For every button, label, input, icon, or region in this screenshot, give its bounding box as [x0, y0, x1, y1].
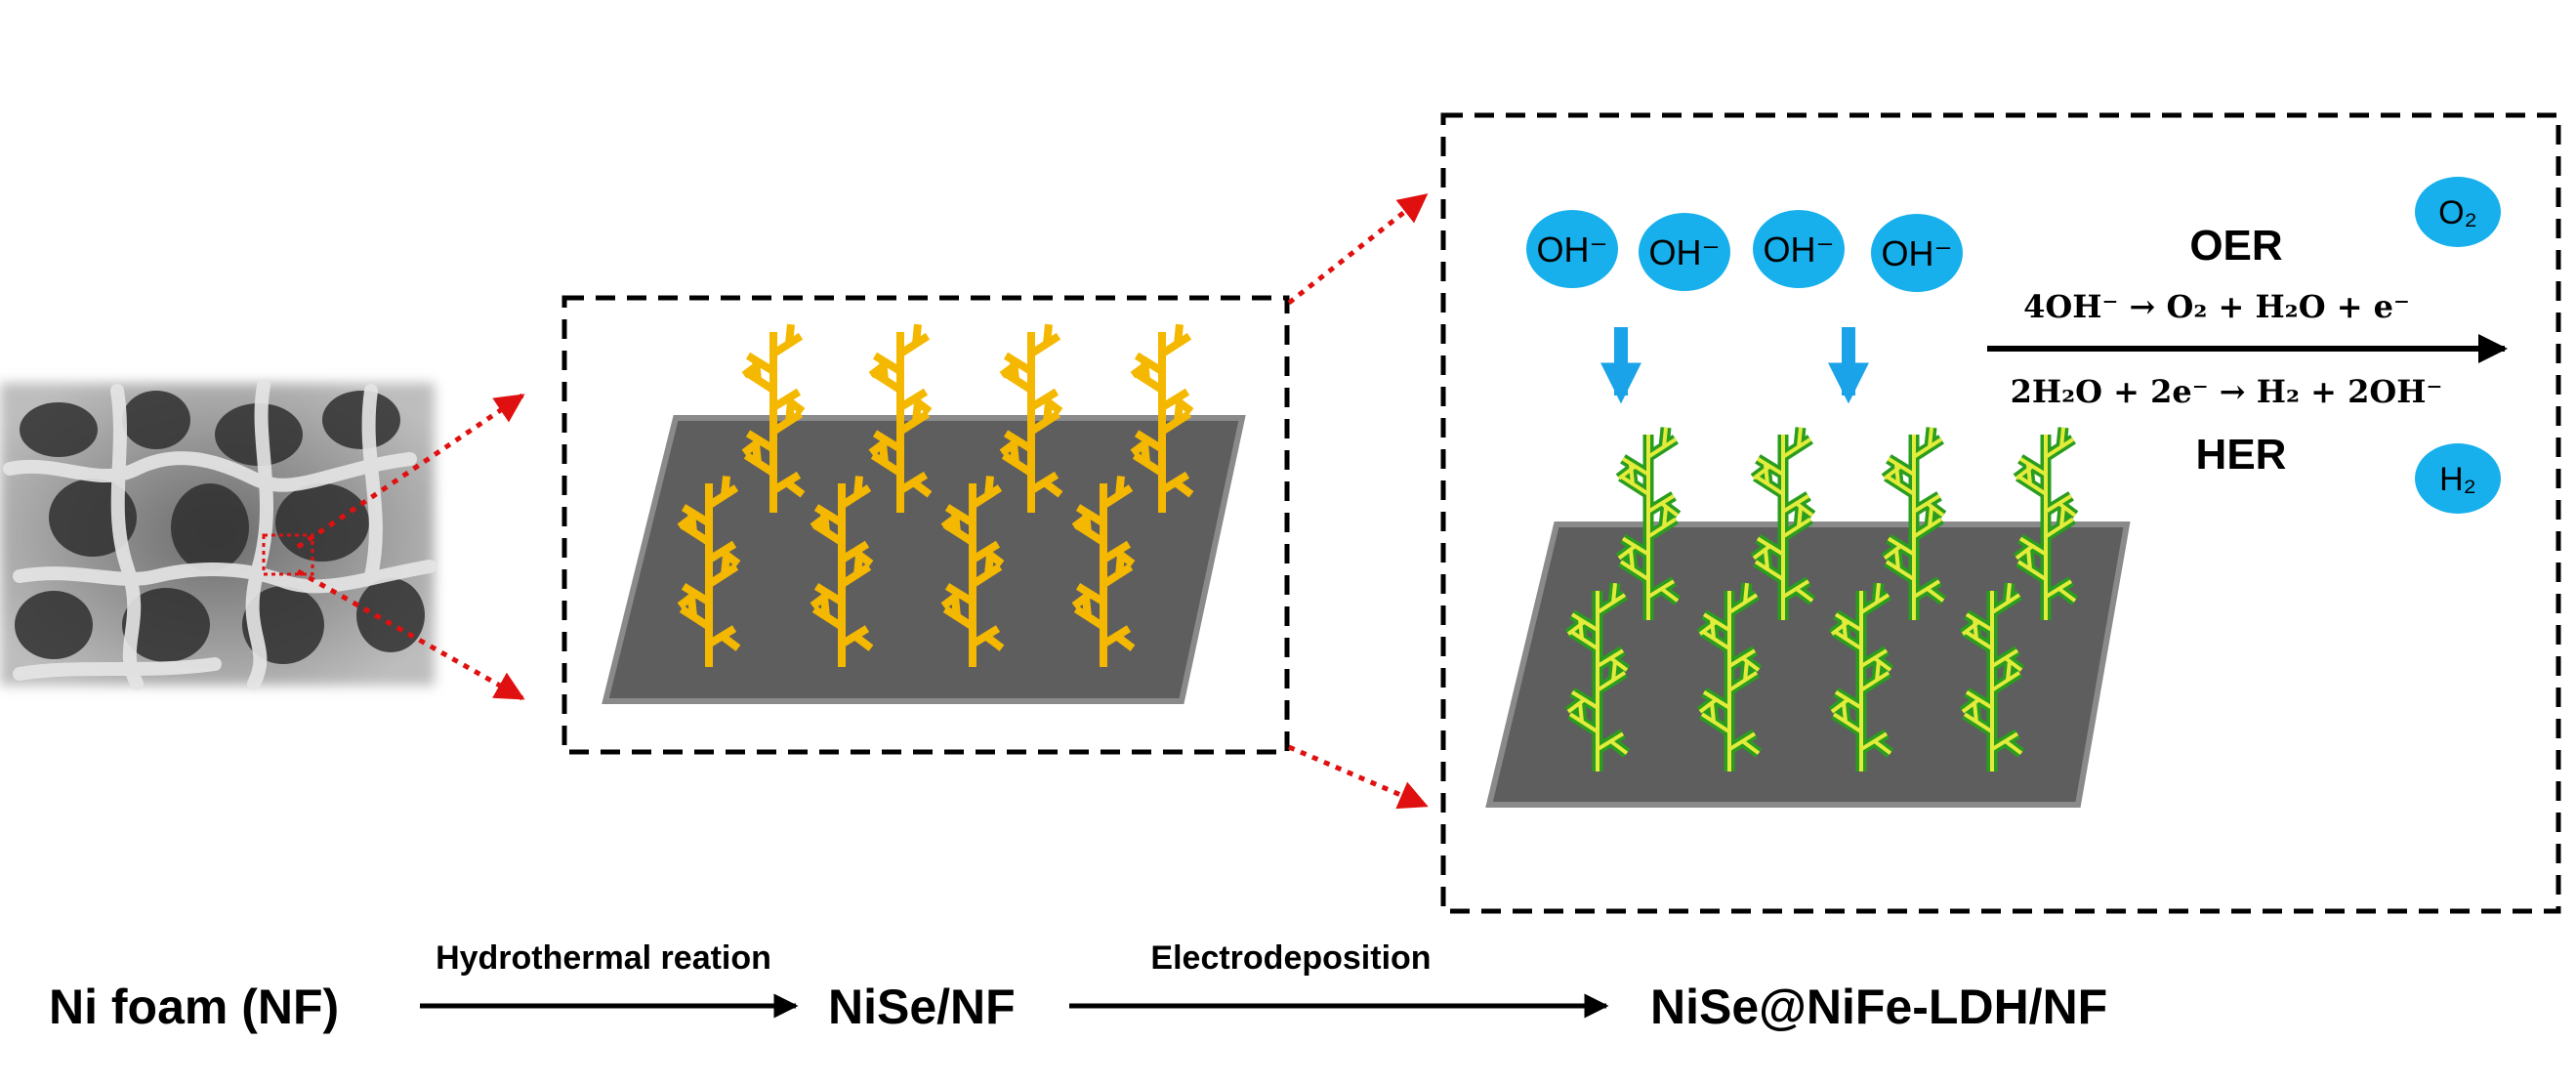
zoom-arrow-lower: [296, 568, 525, 701]
step2-label: Electrodeposition: [1150, 939, 1431, 977]
ni-foam-sem-image: [0, 379, 436, 690]
h2-bubble: H₂: [2415, 443, 2501, 514]
o2-bubble: O₂: [2415, 177, 2501, 247]
reaction-panel: OH⁻ OH⁻ OH⁻ OH⁻ OER 4OH⁻ → O₂ + H₂O + e⁻…: [1440, 112, 2561, 914]
oh-label-1: OH⁻: [1536, 229, 1607, 270]
ldh-branch: [1564, 582, 1631, 771]
ldh-branch: [1959, 582, 2025, 771]
h2-label: H₂: [2439, 461, 2476, 498]
nise-branch: [940, 476, 1005, 667]
ldh-branch: [1881, 427, 1947, 620]
ldh-branch: [1615, 427, 1682, 620]
nise-branch: [868, 323, 933, 513]
nise-branch: [1130, 323, 1194, 513]
ni-foam-label: Ni foam (NF): [49, 980, 339, 1034]
oer-label: OER: [2189, 222, 2282, 270]
oer-equation: 4OH⁻ → O₂ + H₂O + e⁻: [2023, 288, 2410, 325]
ldh-branch: [1750, 427, 1816, 620]
zoom-arrow-to-reaction-lower: [1288, 744, 1429, 810]
zoom-arrow-to-reaction-upper: [1287, 193, 1429, 305]
oh-bubble-4: OH⁻: [1871, 214, 1963, 292]
synthesis-route: Ni foam (NF) Hydrothermal reation NiSe/N…: [49, 939, 2107, 1034]
ldh-branch: [2013, 427, 2079, 620]
nise-branch: [1071, 476, 1136, 667]
oh-bubble-2: OH⁻: [1639, 213, 1730, 291]
o2-label: O₂: [2438, 194, 2477, 231]
nise-branch: [677, 476, 741, 667]
nise-branches: [677, 323, 1194, 667]
final-product-label: NiSe@NiFe-LDH/NF: [1650, 980, 2107, 1034]
ldh-branches: [1564, 427, 2079, 771]
nise-branch: [741, 323, 806, 513]
nise-nf-panel: [561, 295, 1290, 755]
oh-label-3: OH⁻: [1763, 229, 1834, 270]
ldh-branch: [1696, 582, 1763, 771]
nise-branch: [999, 323, 1063, 513]
oh-label-2: OH⁻: [1648, 232, 1720, 272]
oh-bubble-1: OH⁻: [1526, 210, 1618, 288]
ldh-branch: [1828, 582, 1894, 771]
nise-branch: [810, 476, 874, 667]
nise-nf-label: NiSe/NF: [828, 980, 1016, 1034]
her-label: HER: [2196, 431, 2287, 479]
her-equation: 2H₂O + 2e⁻ → H₂ + 2OH⁻: [2011, 373, 2443, 410]
step1-label: Hydrothermal reation: [436, 939, 771, 977]
oh-bubble-3: OH⁻: [1753, 210, 1845, 288]
oh-label-4: OH⁻: [1881, 233, 1952, 273]
